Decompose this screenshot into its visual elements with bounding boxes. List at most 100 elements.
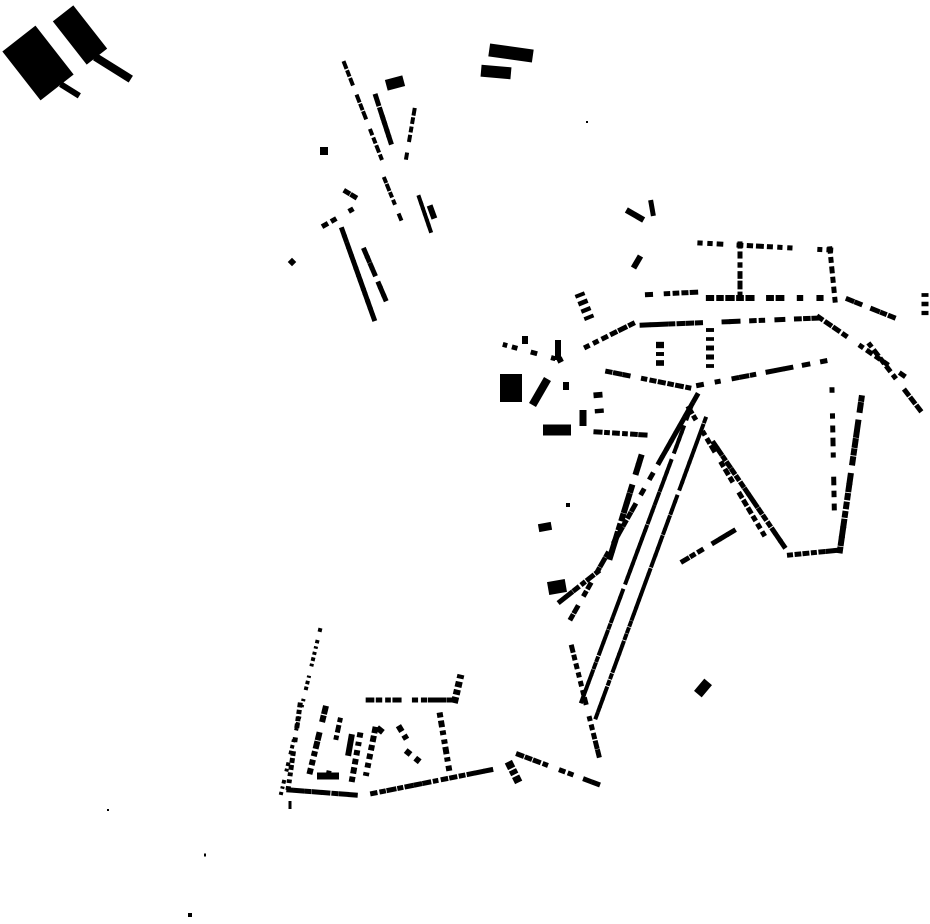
building [355,741,362,747]
building [731,375,740,382]
building [342,188,352,197]
building [310,750,318,757]
building [571,584,581,594]
building [694,320,704,326]
building [621,431,628,437]
building [728,466,738,476]
building [444,756,451,762]
building [866,341,874,349]
building [381,176,389,184]
building [408,126,414,133]
building [450,696,460,704]
building [362,771,370,777]
building [677,415,687,427]
building [638,586,646,596]
building [613,602,620,611]
building [354,93,362,104]
building [313,645,319,650]
building [341,60,349,70]
building [714,378,722,385]
building [831,476,837,486]
building [288,801,292,809]
building [858,394,865,403]
building [721,319,731,325]
building [456,673,465,680]
building [366,753,374,760]
building [890,373,898,381]
building [436,711,444,719]
building [640,375,648,382]
building [337,717,343,723]
building [281,779,287,785]
building [321,789,331,796]
building [830,437,836,447]
building [850,448,858,456]
building [755,506,765,516]
building [646,567,653,575]
building [303,686,309,691]
building [579,410,587,426]
building [353,749,361,756]
building [844,296,856,304]
building [606,622,613,631]
building [308,759,316,766]
building [577,298,589,307]
building [725,527,737,537]
building [831,286,837,294]
building [879,309,888,318]
building [437,697,447,703]
building [869,305,881,315]
building [706,345,714,351]
building [679,555,691,565]
building [338,791,350,798]
building [716,295,724,301]
building [600,333,610,342]
building [672,290,680,296]
building [624,626,631,635]
building [611,430,620,436]
building [278,791,284,796]
building [638,487,647,497]
building [737,251,743,259]
building [364,762,372,769]
building [591,661,598,670]
building [838,526,847,539]
building [309,663,314,667]
building [306,675,312,679]
building [831,503,837,511]
building [657,321,669,328]
building [288,764,295,771]
building [629,431,638,438]
building [350,766,358,775]
building [567,612,576,622]
building [656,360,664,366]
building [836,546,844,554]
building [391,199,397,206]
building [543,424,571,436]
building [289,757,295,764]
building [287,257,297,267]
building [437,720,445,728]
building [671,444,679,455]
building [818,548,826,555]
building [574,291,586,299]
building [422,212,429,222]
building [816,295,824,301]
building [648,199,656,217]
building [580,306,592,314]
building [741,498,750,508]
building [372,93,382,107]
building [396,784,404,791]
building [644,291,654,298]
building [612,370,623,377]
building [829,266,835,274]
building [588,723,595,731]
building [851,437,859,449]
building [593,568,602,576]
building [280,785,285,790]
building [515,751,525,759]
building [857,342,865,350]
building [52,5,108,65]
building [368,128,375,136]
building [610,666,617,674]
